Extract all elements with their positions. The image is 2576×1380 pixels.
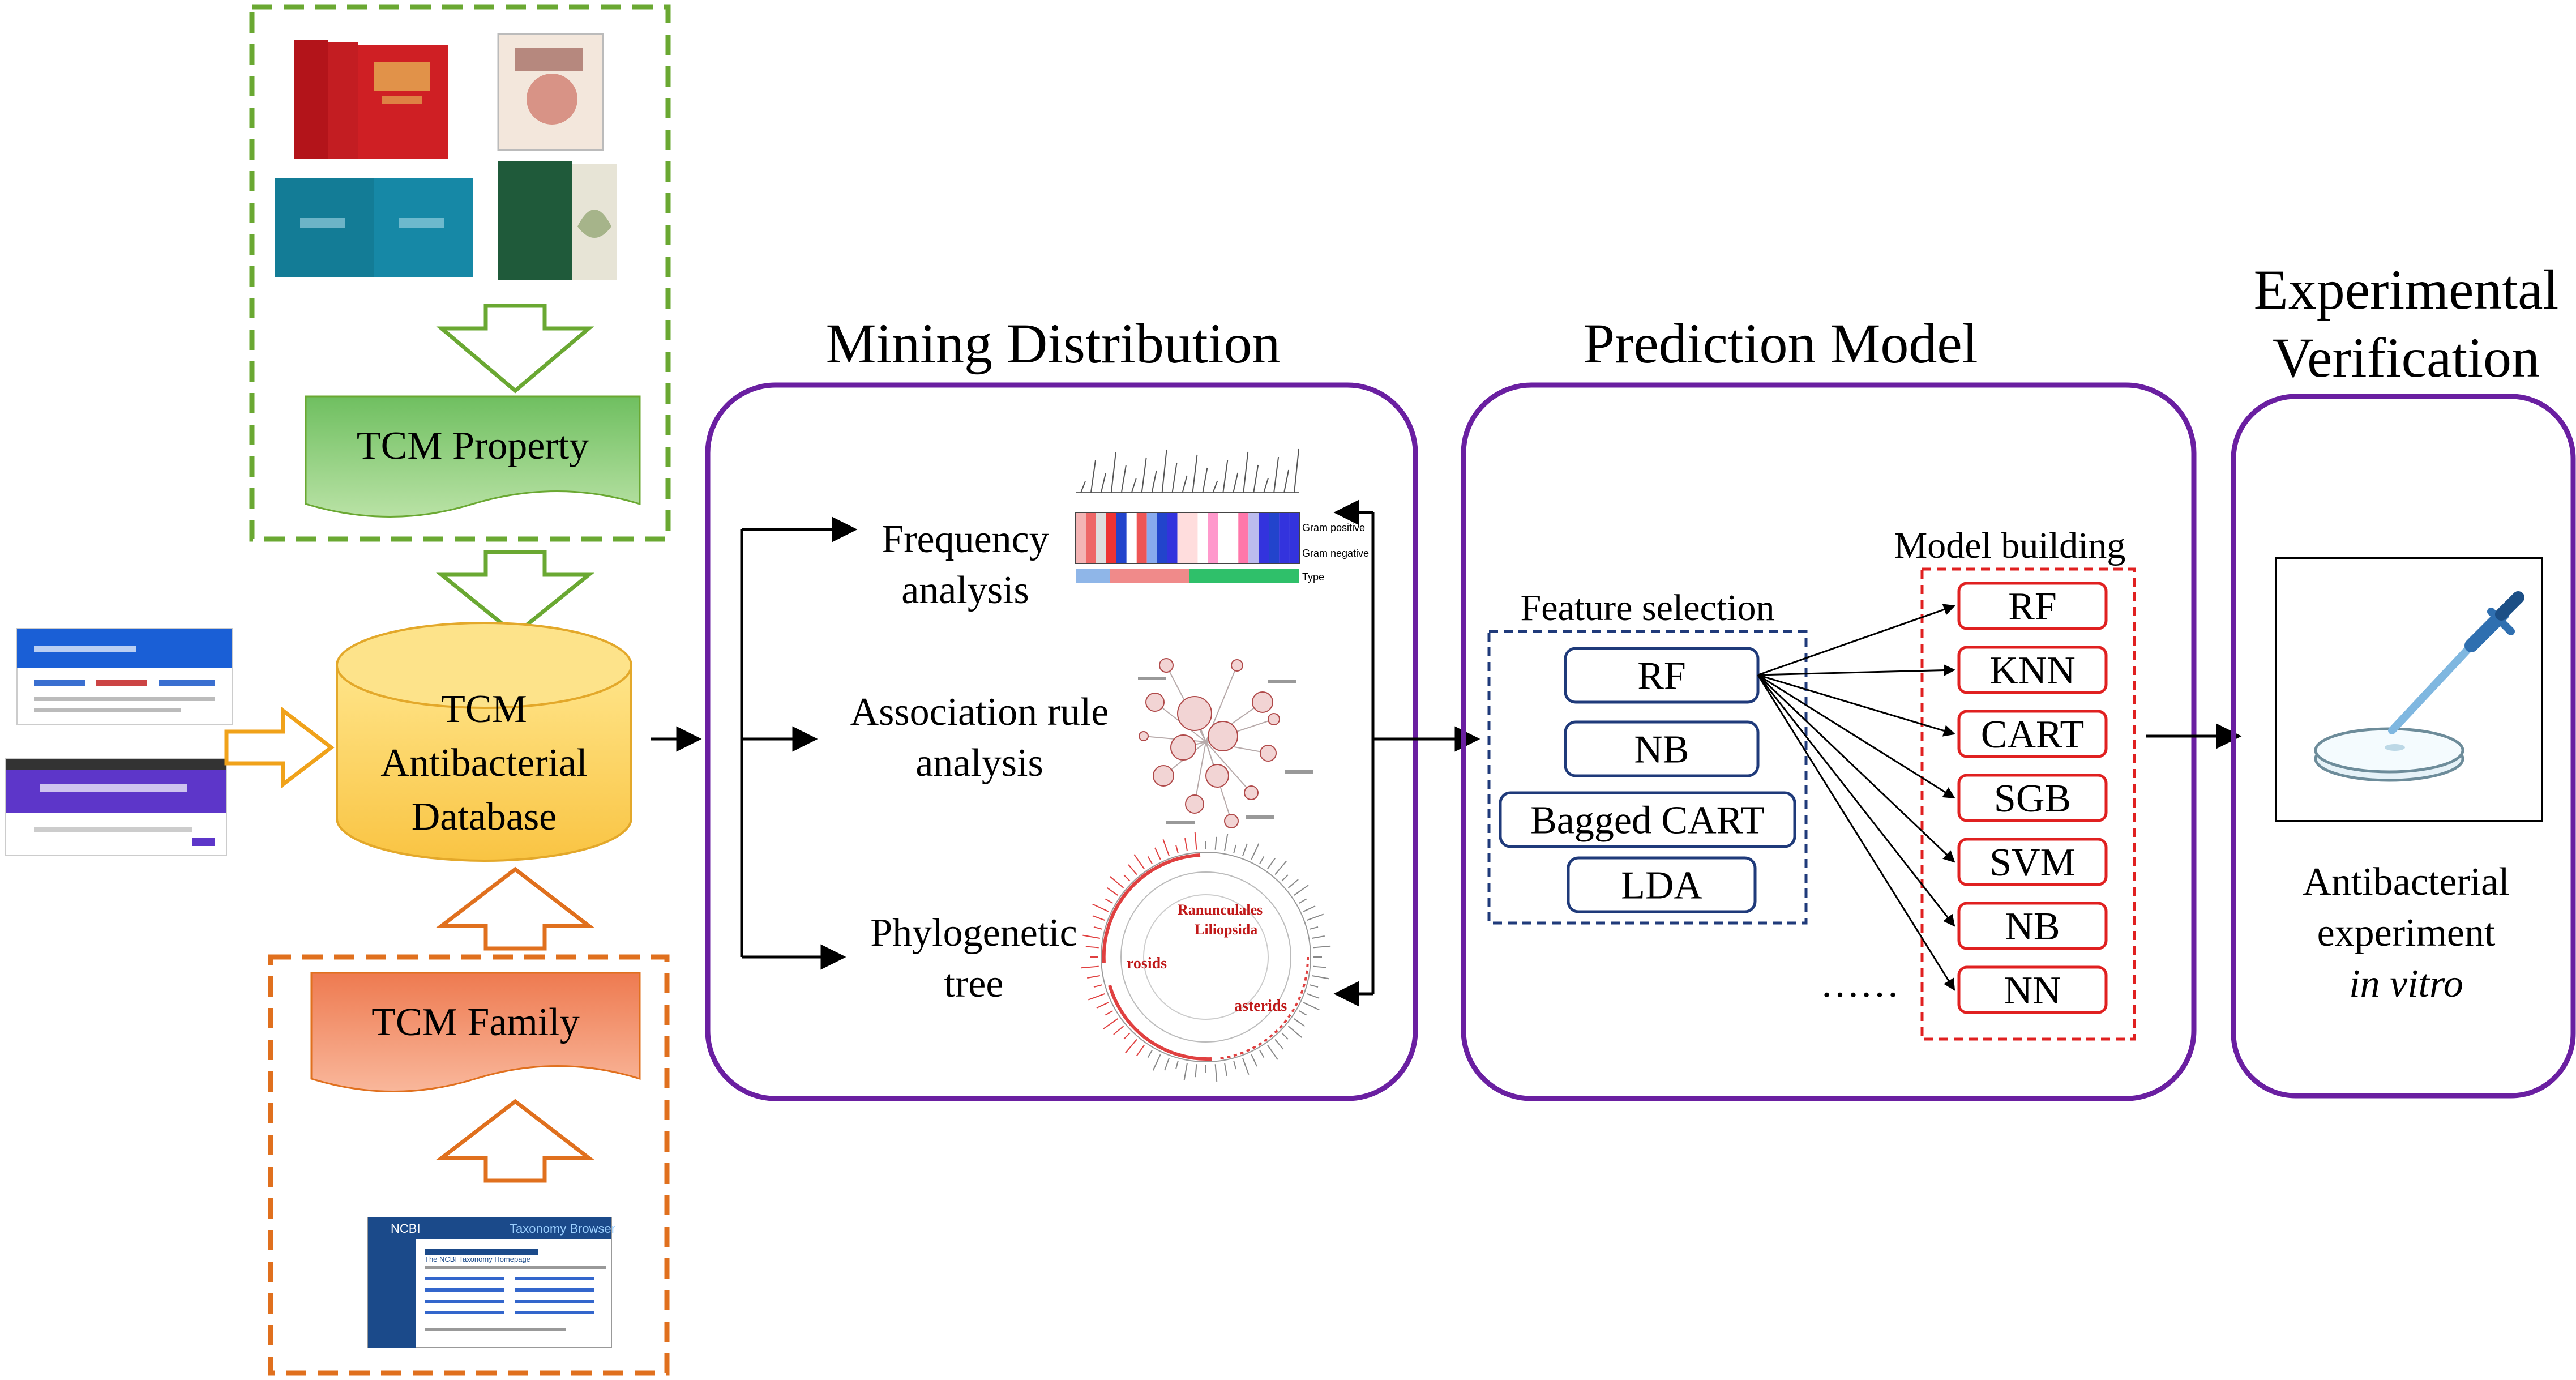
model-building-item-box	[1957, 902, 2108, 950]
phylo-label-rosids: rosids	[1127, 955, 1167, 972]
fan-arrow	[1757, 604, 1955, 676]
mining-title: Mining Distribution	[826, 312, 1281, 375]
web-database-screenshot-bottom	[5, 758, 227, 856]
association-label-line2: analysis	[915, 741, 1043, 785]
heatmap-row1-label: Gram positive	[1302, 522, 1365, 533]
feature-selection-item-label: LDA	[1621, 864, 1702, 908]
mining-branch-arrows	[740, 516, 858, 970]
phylo-label-ranunculales: Ranunculales	[1178, 902, 1263, 918]
model-building-item-box	[1957, 965, 2108, 1014]
model-building-item-label: SGB	[1994, 777, 2071, 821]
feature-selection-title: Feature selection	[1521, 587, 1775, 629]
phylo-label-liliopsida: Liliopsida	[1195, 921, 1257, 938]
model-building-item-label: KNN	[1989, 649, 2076, 693]
tcm-antibacterial-database	[336, 622, 632, 862]
experimental-panel	[2231, 394, 2576, 1099]
model-building-item-box	[1957, 774, 2108, 822]
experiment-label-line1: Antibacterial	[2303, 860, 2509, 904]
fan-arrow	[1757, 664, 1956, 676]
ncbi-to-family-arrow	[435, 1099, 595, 1183]
model-building-frame	[1920, 567, 2136, 1041]
frequency-label-line2: analysis	[901, 569, 1029, 612]
mining-panel	[705, 382, 1418, 1101]
prediction-panel	[1461, 382, 2197, 1101]
model-building-title: Model building	[1894, 525, 2126, 566]
herb-compendium-book-image	[498, 161, 617, 280]
feature-selection-item-label: RF	[1637, 655, 1686, 698]
database-label-line1: TCM	[441, 687, 527, 731]
model-ellipsis: ……	[1820, 962, 1899, 1006]
materia-medica-book-image	[497, 33, 604, 151]
phylogenetic-tree-thumbnail	[1081, 832, 1331, 1082]
feature-selection-item-box	[1564, 720, 1760, 777]
tcm-property-shape	[305, 395, 641, 518]
experiment-label-line3: in vitro	[2349, 962, 2463, 1006]
experimental-title-line2: Verification	[2273, 326, 2540, 389]
experiment-label-line2: experiment	[2317, 911, 2496, 955]
property-source-frame	[249, 4, 671, 542]
frequency-label-line1: Frequency	[882, 518, 1049, 561]
association-network	[1138, 658, 1313, 828]
experimental-title-line1: Experimental	[2254, 258, 2559, 321]
database-label-line2: Antibacterial	[380, 741, 587, 785]
web-to-db-arrow	[224, 706, 335, 789]
model-building-item-label: NN	[2004, 969, 2061, 1012]
database-label-line3: Database	[412, 795, 557, 839]
ncbi-title: The NCBI Taxonomy Homepage	[425, 1255, 530, 1263]
feature-to-model-fan-arrows	[1757, 604, 1956, 991]
frequency-heatmap	[1075, 448, 1300, 583]
model-building-item-label: RF	[2008, 585, 2057, 629]
ncbi-logo: NCBI	[391, 1221, 421, 1236]
fan-arrow	[1757, 674, 1956, 737]
model-building-item-box	[1957, 710, 2108, 758]
phylo-label-asterids: asterids	[1234, 997, 1287, 1015]
heatmap-row3-label: Type	[1302, 571, 1324, 583]
fan-arrow	[1757, 674, 1955, 799]
heatmap-row2-label: Gram negative	[1302, 548, 1369, 559]
phylo-label-line1: Phylogenetic	[870, 911, 1077, 955]
family-source-frame	[268, 954, 670, 1376]
tcm-family-label: TCM Family	[371, 1001, 580, 1044]
prediction-title: Prediction Model	[1583, 312, 1978, 375]
model-building-item-label: CART	[1981, 713, 2085, 757]
feature-selection-item-label: Bagged CART	[1530, 799, 1765, 843]
ncbi-header: Taxonomy Browser	[510, 1221, 615, 1236]
petri-dish-pipette-icon	[2275, 557, 2543, 822]
model-building-item-box	[1957, 646, 2108, 694]
model-building-item-label: SVM	[1989, 841, 2076, 885]
mining-feedback-bracket	[1333, 499, 1375, 1007]
model-building-item-label: NB	[2005, 905, 2060, 949]
phylo-label-line2: tree	[944, 962, 1004, 1006]
feature-selection-item-label: NB	[1634, 728, 1689, 772]
fan-arrow	[1757, 674, 1955, 863]
family-to-db-arrow	[435, 866, 595, 951]
property-to-db-arrow	[436, 550, 594, 637]
feature-selection-item-box	[1499, 791, 1796, 848]
pharmacopoeia-book-image	[294, 40, 448, 159]
feature-selection-item-box	[1567, 856, 1757, 913]
ncbi-taxonomy-screenshot	[367, 1217, 612, 1348]
property-down-arrow	[436, 304, 594, 394]
fan-arrow	[1757, 674, 1955, 991]
feature-selection-frame	[1487, 630, 1808, 925]
association-label-line1: Association rule	[850, 690, 1109, 734]
model-building-item-box	[1957, 582, 2108, 630]
fan-arrow	[1757, 674, 1955, 927]
model-building-item-box	[1957, 838, 2108, 886]
tcm-property-label: TCM Property	[357, 424, 589, 468]
web-database-screenshot-top	[16, 628, 233, 725]
tcm-family-shape	[310, 972, 641, 1092]
herbal-dictionary-book-image	[275, 178, 473, 277]
